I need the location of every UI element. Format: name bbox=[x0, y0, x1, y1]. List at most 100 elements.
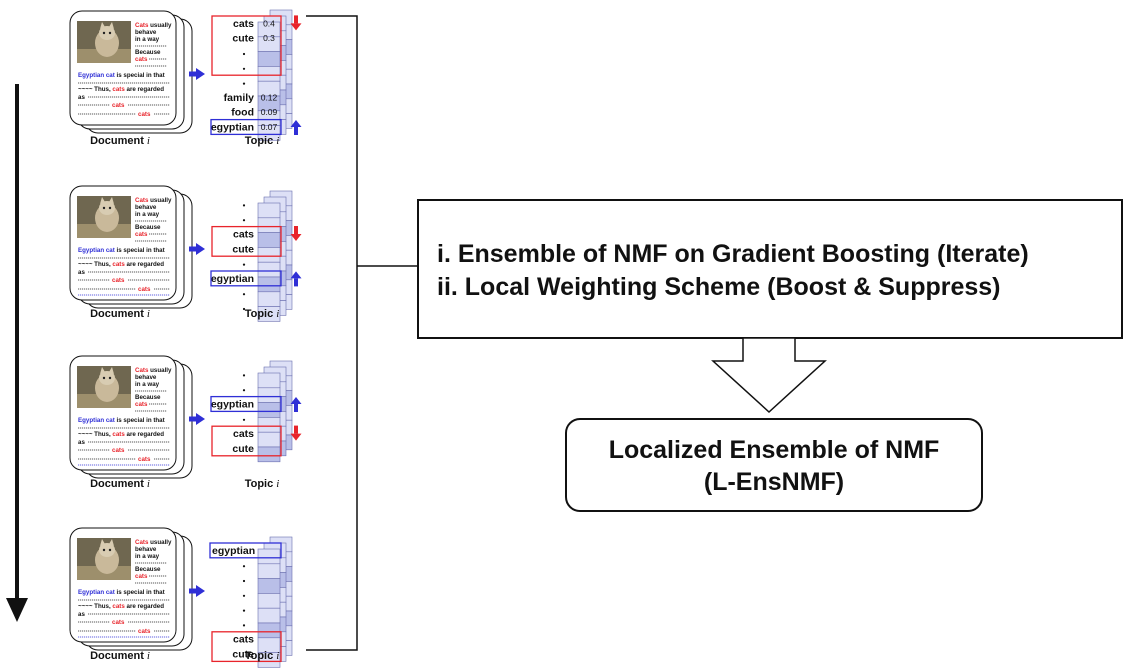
method-line-1: i. Ensemble of NMF on Gradient Boosting … bbox=[437, 240, 1029, 268]
down-arrow-to-result bbox=[711, 337, 827, 414]
topic-cell bbox=[257, 607, 281, 624]
doc-to-topic-arrowhead bbox=[196, 413, 205, 425]
topic-keyword: food bbox=[231, 107, 254, 119]
document-text-line: behave bbox=[135, 29, 157, 36]
topic-cell bbox=[257, 232, 281, 248]
document-text-line: Egyptian cat is special in that bbox=[78, 589, 165, 596]
document-text-line: cats bbox=[112, 619, 125, 626]
document-caption-index: i bbox=[147, 650, 150, 662]
document-text-span: are regarded bbox=[125, 261, 164, 268]
cat-photo bbox=[77, 538, 131, 580]
doc-to-topic-arrow bbox=[189, 588, 197, 594]
document-text-span: Egyptian cat bbox=[78, 589, 115, 596]
document-text-span: as bbox=[78, 94, 85, 101]
document-caption-label: Document bbox=[90, 135, 144, 147]
document-text-span: cats bbox=[112, 277, 125, 284]
topic-cell bbox=[257, 261, 281, 278]
suppress-down-arrow bbox=[290, 15, 302, 31]
topic-caption-index: i bbox=[276, 650, 279, 662]
document-text-span: is special in that bbox=[115, 589, 165, 596]
topic-cell bbox=[257, 622, 281, 639]
topic-cell bbox=[257, 402, 281, 418]
document-text-span: ~~~~ Thus, bbox=[78, 86, 112, 93]
boost-highlight-box bbox=[210, 118, 282, 136]
document-text-line: ~~~~ Thus, cats are regarded bbox=[78, 261, 164, 268]
document-text-span: behave bbox=[135, 29, 157, 36]
document-text-span: Cats bbox=[135, 367, 149, 374]
document-text-span: cats bbox=[138, 286, 151, 293]
document-text-line: ~~~~ Thus, cats are regarded bbox=[78, 86, 164, 93]
document-text-line: Because bbox=[135, 394, 161, 401]
document-text-line: Cats usually bbox=[135, 539, 172, 546]
topic-keyword: cats bbox=[233, 229, 254, 241]
topic-cell bbox=[257, 548, 281, 565]
document-text-span: behave bbox=[135, 546, 157, 553]
topic-caption-label: Topic bbox=[245, 135, 274, 147]
document-text-span: ~~~~ Thus, bbox=[78, 261, 112, 268]
document-text-line: Because bbox=[135, 49, 161, 56]
topic-keyword: cute bbox=[232, 649, 254, 661]
topic-cell bbox=[257, 51, 281, 67]
document-text-line: behave bbox=[135, 374, 157, 381]
document-text-line: ~~~~ Thus, cats are regarded bbox=[78, 603, 164, 610]
topic-keyword: family bbox=[224, 92, 255, 104]
document-text-span: cats bbox=[112, 603, 125, 610]
ellipsis-dot bbox=[242, 624, 246, 627]
document-text-span: is special in that bbox=[115, 247, 165, 254]
topic-cell bbox=[257, 446, 281, 463]
topic-weight: 0.12 bbox=[261, 92, 278, 102]
ellipsis-dot bbox=[242, 293, 246, 296]
document-text-line: cats bbox=[135, 231, 148, 238]
ellipsis-dot bbox=[242, 609, 246, 612]
ellipsis-dot bbox=[242, 307, 246, 311]
document-text-span: Cats bbox=[135, 197, 149, 204]
topic-caption-label: Topic bbox=[245, 308, 274, 320]
topic-cell bbox=[257, 417, 281, 433]
document-text-span: behave bbox=[135, 374, 157, 381]
document-text-span: behave bbox=[135, 204, 157, 211]
topic-cell bbox=[257, 247, 281, 263]
document-text-span: are regarded bbox=[125, 431, 164, 438]
topic-weight: 0.09 bbox=[261, 107, 278, 117]
document-text-span: in a way bbox=[135, 211, 160, 218]
ellipsis-dot bbox=[242, 565, 246, 568]
document-text-span: cats bbox=[138, 111, 151, 118]
doc-to-topic-arrowhead bbox=[196, 68, 205, 80]
document-text-span: ~~~~ Thus, bbox=[78, 431, 112, 438]
ellipsis-dot bbox=[242, 374, 246, 377]
document-text-span: is special in that bbox=[115, 417, 165, 424]
topic-cell bbox=[257, 276, 281, 293]
topic-keyword: cute bbox=[232, 443, 254, 455]
document-text-span: usually bbox=[148, 539, 172, 546]
document-text-line: in a way bbox=[135, 211, 160, 218]
document-text-line: cats bbox=[138, 111, 151, 118]
document-text-span: cats bbox=[138, 628, 151, 635]
document-text-line: cats bbox=[138, 456, 151, 463]
document-text-span: in a way bbox=[135, 36, 160, 43]
cat-photo bbox=[77, 366, 131, 408]
ellipsis-dot bbox=[242, 67, 246, 70]
document-text-span: Because bbox=[135, 224, 161, 231]
document-text-line: as bbox=[78, 94, 85, 101]
document-text-span: Because bbox=[135, 566, 161, 573]
topic-cell bbox=[257, 431, 281, 448]
suppress-highlight-box bbox=[211, 631, 282, 663]
ellipsis-dot bbox=[242, 389, 246, 392]
bracket-connector bbox=[306, 15, 418, 651]
topic-cell bbox=[257, 125, 281, 141]
document-text-span: Because bbox=[135, 394, 161, 401]
result-box: Localized Ensemble of NMF (L-EnsNMF) bbox=[565, 418, 983, 512]
document-text-line: behave bbox=[135, 546, 157, 553]
